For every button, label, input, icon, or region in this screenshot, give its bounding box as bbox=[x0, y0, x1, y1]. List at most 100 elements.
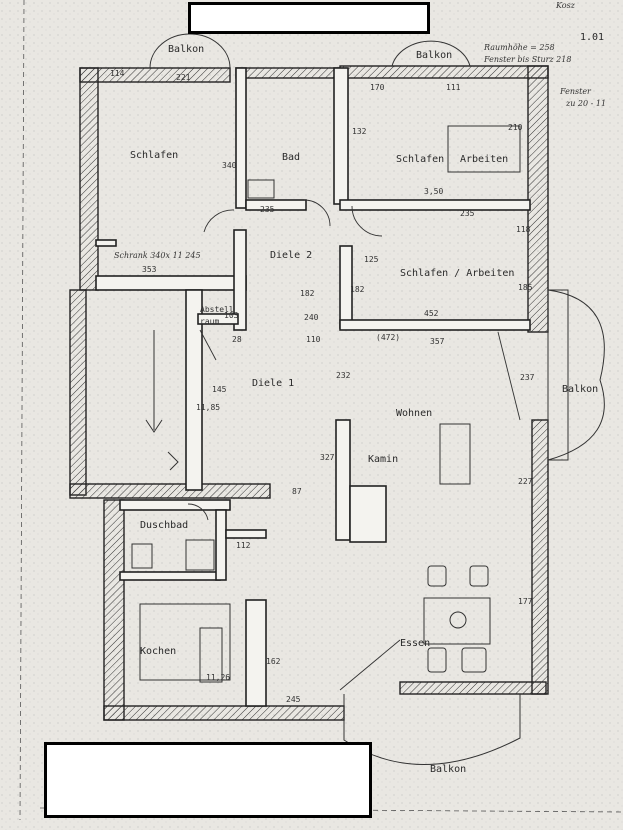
wall-left-upper bbox=[79, 67, 99, 291]
note-fenster-range: zu 20 - 11 bbox=[565, 99, 606, 108]
label-schlafen-arbeiten: Schlafen / Arbeiten bbox=[400, 268, 514, 279]
dining-table bbox=[423, 597, 491, 645]
door-line-wohnen bbox=[497, 331, 521, 421]
wall-schlafen-left-bottom bbox=[95, 239, 117, 247]
wall-duschbad-top bbox=[69, 483, 271, 499]
dim-110: 110 bbox=[306, 335, 321, 344]
label-balkon-bottom: Balkon bbox=[430, 764, 466, 775]
dim-185: 185 bbox=[518, 283, 533, 292]
dim-235: 235 bbox=[460, 209, 475, 218]
dim-357: 357 bbox=[430, 337, 445, 346]
dim-111: 111 bbox=[446, 83, 461, 92]
note-fenster: Fenster bbox=[559, 87, 592, 96]
balkon-right-frame bbox=[547, 289, 569, 461]
dim-145: 145 bbox=[212, 385, 227, 394]
dim-245: 245 bbox=[286, 695, 301, 704]
wall-abstell-bottom bbox=[197, 313, 239, 325]
wall-right-upper bbox=[527, 65, 549, 333]
dim-240: 240 bbox=[304, 313, 319, 322]
dim-132: 132 bbox=[352, 127, 367, 136]
wall-kochen-right bbox=[245, 599, 267, 707]
kitchen-counter bbox=[139, 603, 231, 681]
chair-2 bbox=[469, 565, 489, 587]
wall-bad-bottom bbox=[245, 199, 307, 211]
wall-duschbad-bottom bbox=[119, 571, 221, 581]
door-arc-duschbad bbox=[187, 503, 209, 521]
dim-170: 170 bbox=[370, 83, 385, 92]
shower-tray bbox=[185, 539, 215, 571]
chair-4 bbox=[461, 647, 487, 673]
wall-kamin bbox=[335, 419, 351, 541]
wall-top-bad bbox=[235, 67, 341, 79]
label-duschbad: Duschbad bbox=[140, 520, 188, 531]
note-fenster-bis-sturz: Fenster bis Sturz 218 bbox=[483, 55, 571, 64]
bottom-label-redaction bbox=[44, 742, 372, 818]
label-kochen: Kochen bbox=[140, 646, 176, 657]
label-balkon-top-right: Balkon bbox=[416, 50, 452, 61]
left-margin-dashed-line bbox=[19, 0, 25, 821]
bad-fixture bbox=[247, 179, 275, 199]
label-abstell-raum: raum bbox=[200, 317, 219, 326]
wall-schlafen-bad bbox=[235, 67, 247, 209]
wall-diele2-left bbox=[233, 229, 247, 331]
wall-left-lower bbox=[103, 499, 125, 721]
dim-350: 3,50 bbox=[424, 187, 443, 196]
chair-3 bbox=[427, 647, 447, 673]
wall-right-lower bbox=[531, 419, 549, 695]
label-balkon-top-left: Balkon bbox=[168, 44, 204, 55]
label-arbeiten: Arbeiten bbox=[460, 154, 508, 165]
dim-227: 227 bbox=[518, 477, 533, 486]
dim-232: 232 bbox=[336, 371, 351, 380]
label-wohnen: Wohnen bbox=[396, 408, 432, 419]
label-essen: Essen bbox=[400, 638, 430, 649]
chair-1 bbox=[427, 565, 447, 587]
dim-221: 221 bbox=[176, 73, 191, 82]
note-schrank: Schrank 340x 11 245 bbox=[114, 251, 201, 260]
label-bad: Bad bbox=[282, 152, 300, 163]
note-raumhoehe: Raumhöhe = 258 bbox=[483, 43, 555, 52]
dim-210: 210 bbox=[508, 123, 523, 132]
wall-corridor-stub bbox=[225, 529, 267, 539]
label-schlafen-left: Schlafen bbox=[130, 150, 178, 161]
dim-125: 125 bbox=[364, 255, 379, 264]
label-diele-2: Diele 2 bbox=[270, 250, 312, 261]
label-balkon-right: Balkon bbox=[562, 384, 598, 395]
wall-schlafen-right-bottom bbox=[339, 199, 531, 211]
wall-duschbad-mid bbox=[119, 499, 231, 511]
wall-bottom-left bbox=[103, 705, 345, 721]
balkon-top-left-arc bbox=[149, 33, 231, 69]
dim-182: 182 bbox=[350, 285, 365, 294]
sink-duschbad bbox=[131, 543, 153, 569]
dim-103: 103 bbox=[224, 311, 239, 320]
door-arc-schlafen-right bbox=[351, 205, 383, 237]
wall-schrank bbox=[95, 275, 247, 291]
wall-schlafen-arbeiten-bottom bbox=[339, 319, 531, 331]
label-diele-1: Diele 1 bbox=[252, 378, 294, 389]
wall-abstell-right bbox=[185, 289, 203, 491]
door-line-abstell bbox=[199, 329, 217, 361]
label-kamin: Kamin bbox=[368, 454, 398, 465]
dim-1126: 11,26 bbox=[206, 673, 230, 682]
kamin-block bbox=[349, 485, 387, 543]
dim-340: 340 bbox=[222, 161, 237, 170]
dim-327: 327 bbox=[320, 453, 335, 462]
label-schlafen-right: Schlafen bbox=[396, 154, 444, 165]
dim-118: 118 bbox=[516, 225, 531, 234]
dim-1185: 11,85 bbox=[196, 403, 220, 412]
balkon-top-right-arc bbox=[391, 40, 471, 67]
dim-28: 28 bbox=[232, 335, 242, 344]
wall-top-left bbox=[79, 67, 231, 83]
label-abstell: Abstell bbox=[200, 305, 234, 314]
dim-112: 112 bbox=[236, 541, 251, 550]
dim-114: 114 bbox=[110, 69, 125, 78]
dim-182b: 182 bbox=[300, 289, 315, 298]
wall-top-right bbox=[339, 65, 549, 79]
dim-237: 237 bbox=[520, 373, 535, 382]
top-label-redaction bbox=[188, 2, 430, 34]
door-arc-bad bbox=[303, 199, 331, 227]
dim-87: 87 bbox=[292, 487, 302, 496]
dim-235b: 235 bbox=[260, 205, 275, 214]
stair-arrow-head bbox=[145, 419, 163, 433]
wall-bad-schlafen bbox=[333, 67, 349, 205]
